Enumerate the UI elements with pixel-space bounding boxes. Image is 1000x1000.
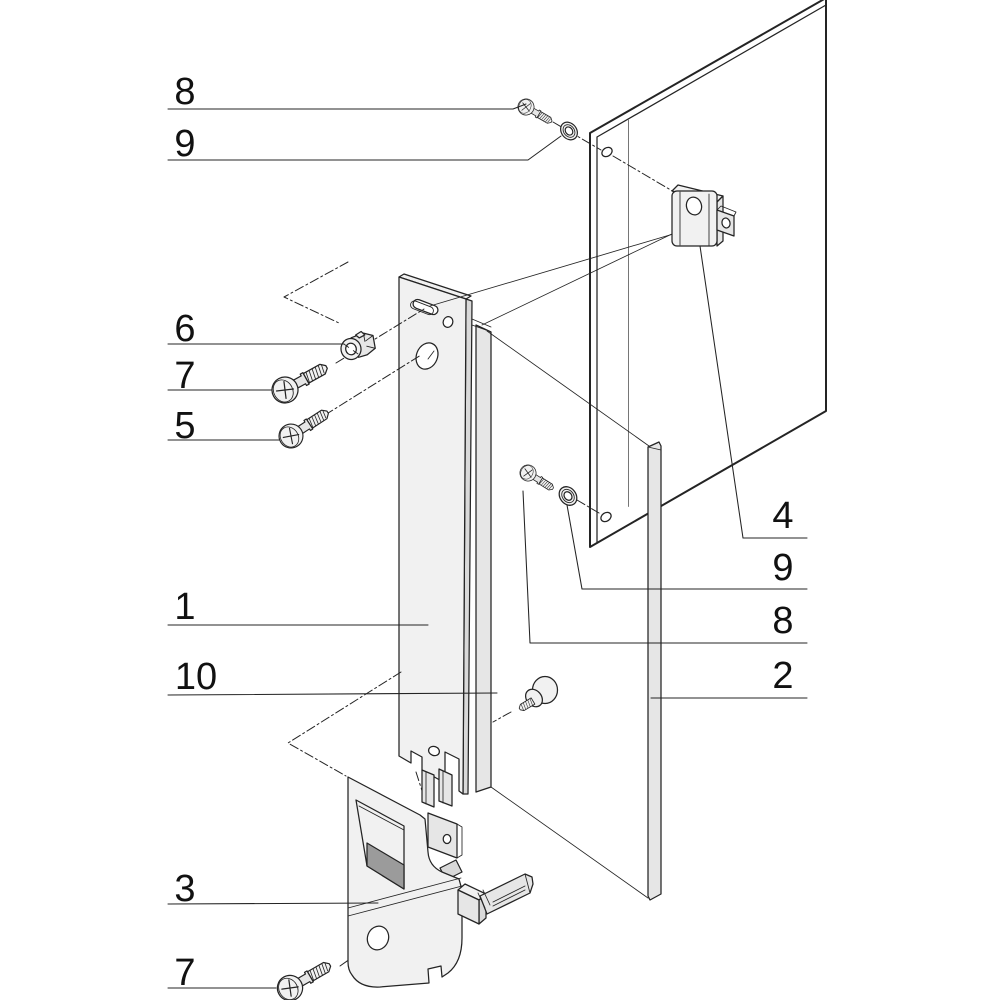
collar-screw-7 <box>266 354 334 409</box>
callout-part-8-left: 8 <box>174 71 195 113</box>
callout-part-10-left: 10 <box>175 656 217 698</box>
washer-9-mid <box>554 482 582 510</box>
callout-part-9-left: 9 <box>174 123 195 165</box>
leader-line-part-3-left <box>167 902 379 905</box>
handle-recess-shadow <box>366 842 405 890</box>
board-hole-bottom <box>600 511 612 523</box>
clip-nut <box>671 184 737 247</box>
handle-tab-left <box>421 769 435 808</box>
screw-8-mid <box>516 461 558 496</box>
callout-part-7-left: 7 <box>174 355 195 397</box>
board-outline <box>589 0 827 548</box>
callout-part-7-left: 7 <box>174 952 195 994</box>
handle-tab-right <box>438 768 453 807</box>
screw-7-bottom <box>272 953 337 1000</box>
screw-8-top <box>514 95 556 130</box>
washer-9-top <box>556 118 582 144</box>
handle-screw-hole <box>366 925 390 951</box>
leader-line-part-4-right <box>699 245 808 539</box>
panel-small-hole <box>442 316 454 328</box>
callout-part-4-right: 4 <box>772 495 793 537</box>
leader-line-part-8-right <box>522 490 808 644</box>
handle-ear <box>427 812 458 859</box>
alignment-lines <box>283 121 718 967</box>
callout-part-5-left: 5 <box>174 405 195 447</box>
callout-part-9-right: 9 <box>772 547 793 589</box>
leader-line-part-9-left <box>167 135 562 161</box>
board-hole-top <box>601 146 613 158</box>
handle-shaft <box>457 873 534 925</box>
leader-line-part-9-right <box>566 504 808 590</box>
gasket-strip <box>647 441 662 901</box>
leader-line-part-8-left <box>167 103 527 110</box>
callout-part-6-left: 6 <box>174 308 195 350</box>
captive-nut-6 <box>340 330 376 361</box>
panel-slot <box>410 298 439 316</box>
callout-layer: 8 9 6 7 5 1 10 3 7 4 9 8 2 <box>167 71 808 994</box>
screw-5 <box>273 401 335 454</box>
rear-board <box>589 0 827 548</box>
callout-part-2-right: 2 <box>772 655 793 697</box>
panel-bottom-hole <box>427 745 441 757</box>
panel-flange <box>475 324 492 793</box>
callout-part-8-right: 8 <box>772 600 793 642</box>
panel-screw-hole <box>415 342 439 370</box>
handle <box>347 768 534 988</box>
fasteners <box>266 95 582 1000</box>
board-edge-lines <box>596 4 827 544</box>
callout-part-1-left: 1 <box>174 586 195 628</box>
front-panel <box>398 273 492 795</box>
screw-10 <box>518 675 559 711</box>
leader-line-part-10-left <box>167 692 498 696</box>
callout-part-3-left: 3 <box>174 868 195 910</box>
